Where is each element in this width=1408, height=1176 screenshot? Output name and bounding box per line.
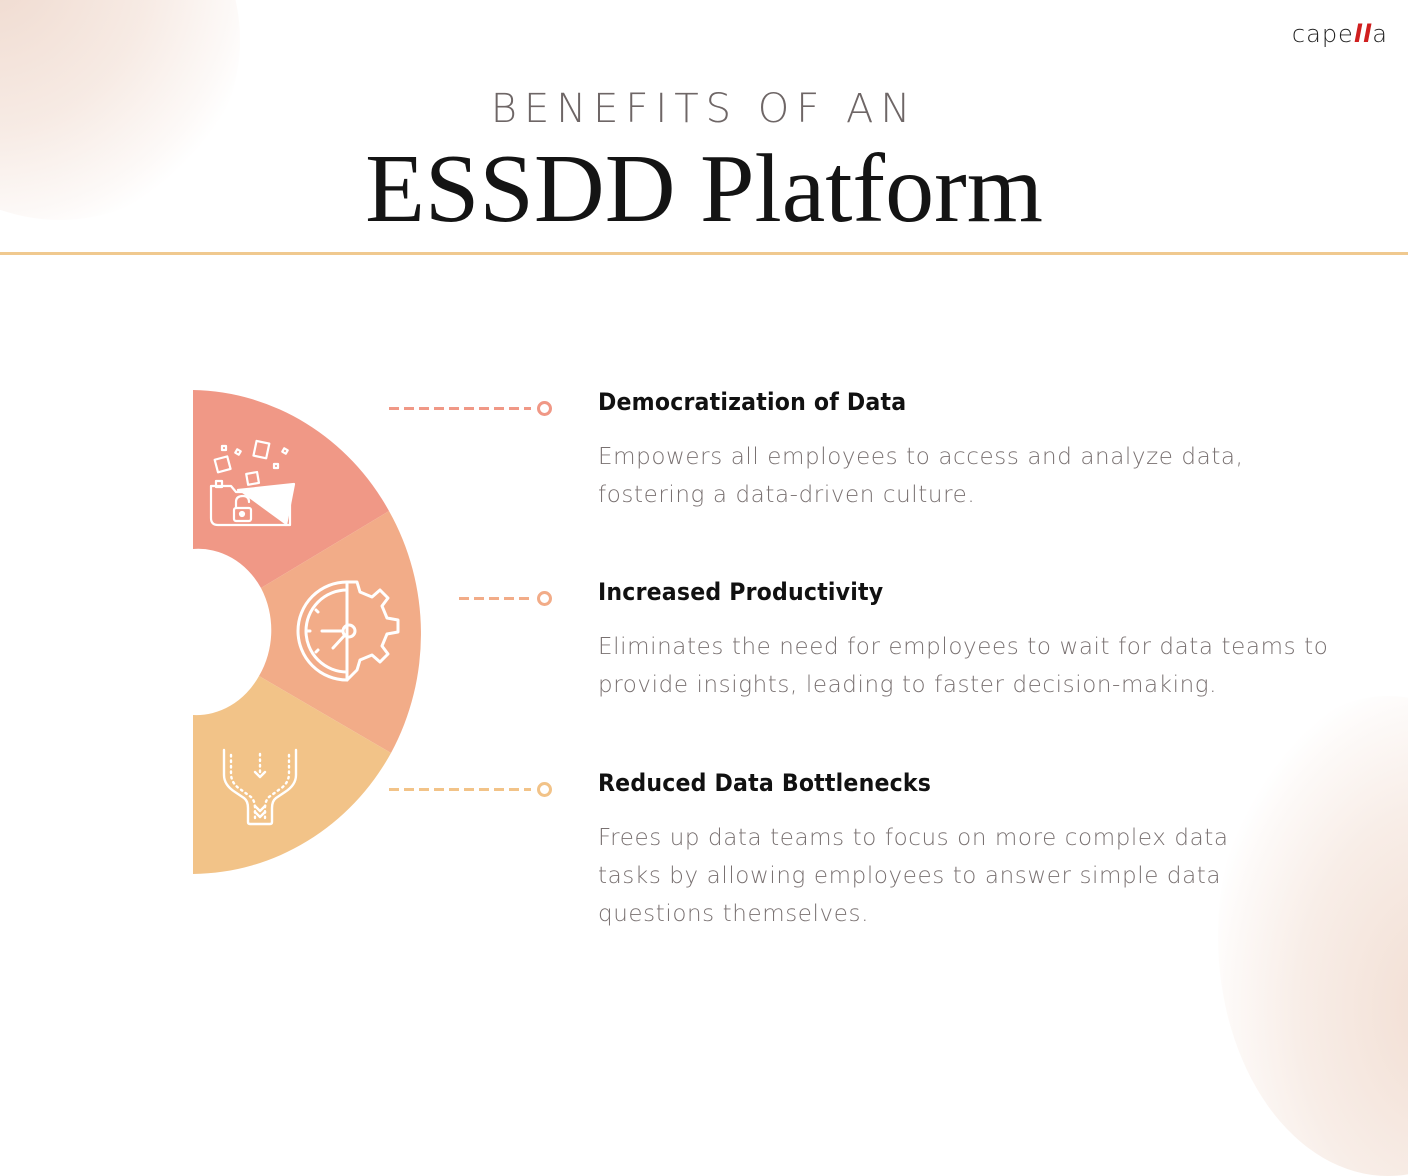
- benefit-title: Increased Productivity: [598, 578, 884, 606]
- connector-productivity: [459, 591, 553, 606]
- funnel-flow-icon: [222, 748, 298, 826]
- header-divider: [0, 252, 1408, 255]
- page-subtitle: BENEFITS OF AN: [490, 86, 918, 132]
- folder-unlock-icon: [209, 439, 296, 527]
- connector-dash: [389, 788, 531, 791]
- benefit-description: Eliminates the need for employees to wai…: [598, 634, 1329, 698]
- connector-dot: [537, 591, 552, 606]
- connector-democratization: [389, 401, 553, 416]
- connector-dash: [389, 407, 531, 410]
- connector-dot: [537, 401, 552, 416]
- page-title: ESSDD Platform: [365, 135, 1043, 243]
- segment-bottlenecks: [193, 676, 391, 874]
- benefit-description: Frees up data teams to focus on more com…: [598, 825, 1229, 927]
- benefit-productivity: Increased Productivity Eliminates the ne…: [598, 578, 1338, 704]
- connector-dot: [537, 782, 552, 797]
- benefits-fan-diagram: [193, 390, 421, 874]
- connector-dash: [459, 597, 531, 600]
- benefit-title: Reduced Data Bottlenecks: [598, 769, 932, 797]
- logo-text-prefix: cape: [1291, 20, 1354, 48]
- benefit-democratization: Democratization of Data Empowers all emp…: [598, 388, 1278, 514]
- benefit-bottlenecks: Reduced Data Bottlenecks Frees up data t…: [598, 769, 1278, 933]
- logo-text-accent: ll: [1353, 20, 1373, 48]
- capella-logo: capella: [1292, 20, 1388, 48]
- clock-gear-icon: [296, 580, 400, 682]
- benefit-description: Empowers all employees to access and ana…: [598, 444, 1244, 508]
- logo-text-suffix: a: [1372, 20, 1388, 48]
- benefit-title: Democratization of Data: [598, 388, 907, 416]
- connector-bottlenecks: [389, 782, 553, 797]
